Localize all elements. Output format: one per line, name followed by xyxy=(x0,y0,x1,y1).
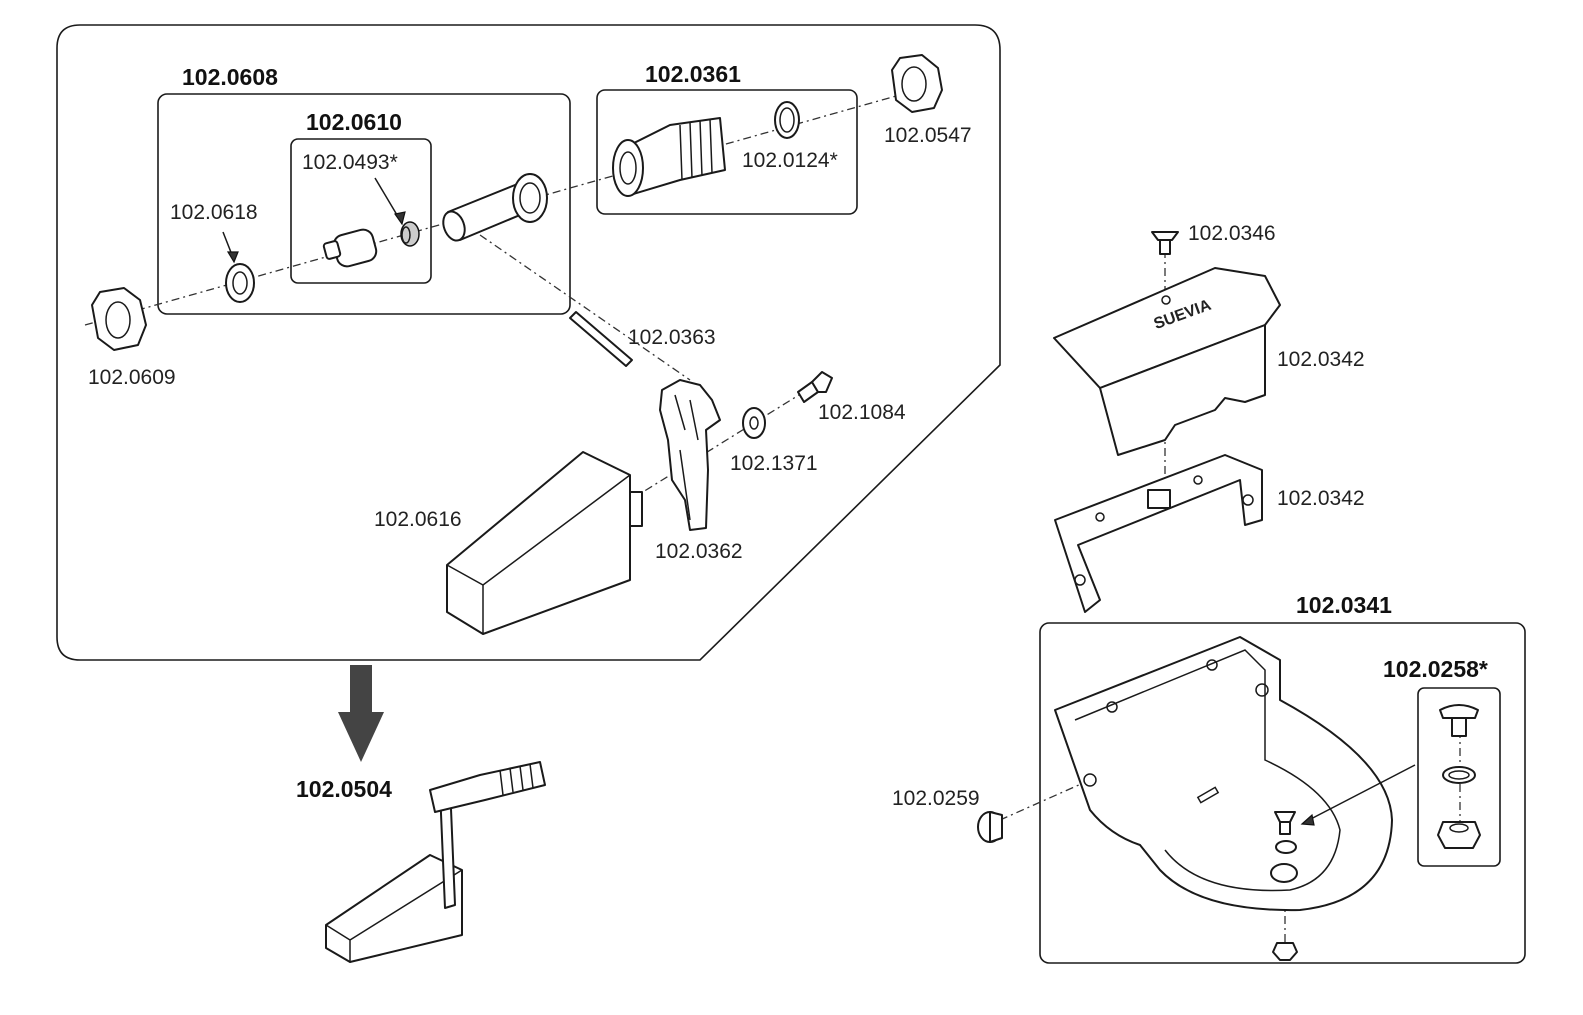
label-102-0259: 102.0259 xyxy=(892,787,980,810)
label-102-0547: 102.0547 xyxy=(884,124,972,147)
bolt-1084-icon xyxy=(797,371,833,403)
filter-0124-icon xyxy=(774,101,800,139)
label-102-0610: 102.0610 xyxy=(306,109,402,135)
box-102-0341 xyxy=(1039,622,1526,964)
axis-line-pin xyxy=(479,234,691,381)
axis-line-bolt xyxy=(629,384,816,501)
seal-0493-icon xyxy=(400,221,420,247)
lever-arm-0362-icon xyxy=(659,379,721,531)
label-102-0609: 102.0609 xyxy=(88,366,176,389)
group-outline-frame xyxy=(56,24,1001,661)
float-block-0616-icon xyxy=(446,451,643,635)
sleeve-tube-icon xyxy=(442,173,548,242)
cover-0342-icon xyxy=(1053,267,1281,456)
arrow-head-0258 xyxy=(1300,813,1315,826)
box-102-0608 xyxy=(157,93,571,315)
box-102-0610 xyxy=(290,138,432,284)
label-102-0258: 102.0258* xyxy=(1383,656,1488,682)
label-102-0608: 102.0608 xyxy=(182,64,278,90)
label-102-1084: 102.1084 xyxy=(818,401,906,424)
label-102-0493: 102.0493* xyxy=(302,151,398,174)
hex-nut-0609-icon xyxy=(91,287,147,351)
plug-0259-icon xyxy=(977,811,1003,843)
pin-0363-icon xyxy=(569,311,633,367)
hex-nut-0547-icon xyxy=(891,54,943,113)
label-102-0124: 102.0124* xyxy=(742,149,838,172)
arrow-head-0493 xyxy=(393,211,406,226)
arrow-0258 xyxy=(1304,764,1416,823)
label-102-0342-bracket: 102.0342 xyxy=(1277,487,1365,510)
bracket-0342-icon xyxy=(1054,454,1263,613)
arrow-head-0618 xyxy=(226,251,239,264)
label-102-0504: 102.0504 xyxy=(296,776,392,802)
washer-1371-icon xyxy=(742,407,766,439)
screw-0346-icon xyxy=(1151,231,1179,255)
threaded-connector-icon xyxy=(612,117,726,197)
box-102-0361 xyxy=(596,89,858,215)
axis-line-plug xyxy=(999,779,1091,821)
valve-cartridge-icon xyxy=(322,228,378,268)
valve-set-0258-icon xyxy=(1437,704,1481,849)
label-102-0341: 102.0341 xyxy=(1296,592,1392,618)
down-arrow-icon xyxy=(338,665,384,762)
label-102-1371: 102.1371 xyxy=(730,452,818,475)
label-102-0618: 102.0618 xyxy=(170,201,258,224)
arrow-0493 xyxy=(374,177,401,221)
assembled-valve-0504-icon xyxy=(325,761,546,963)
label-102-0363: 102.0363 xyxy=(628,326,716,349)
label-102-0616: 102.0616 xyxy=(374,508,462,531)
drinking-bowl-0341-icon xyxy=(1054,636,1393,961)
label-102-0362: 102.0362 xyxy=(655,540,743,563)
label-102-0346: 102.0346 xyxy=(1188,222,1276,245)
label-102-0361: 102.0361 xyxy=(645,61,741,87)
label-102-0342-cover: 102.0342 xyxy=(1277,348,1365,371)
box-102-0258 xyxy=(1417,687,1501,867)
ring-0618-icon xyxy=(225,263,255,303)
